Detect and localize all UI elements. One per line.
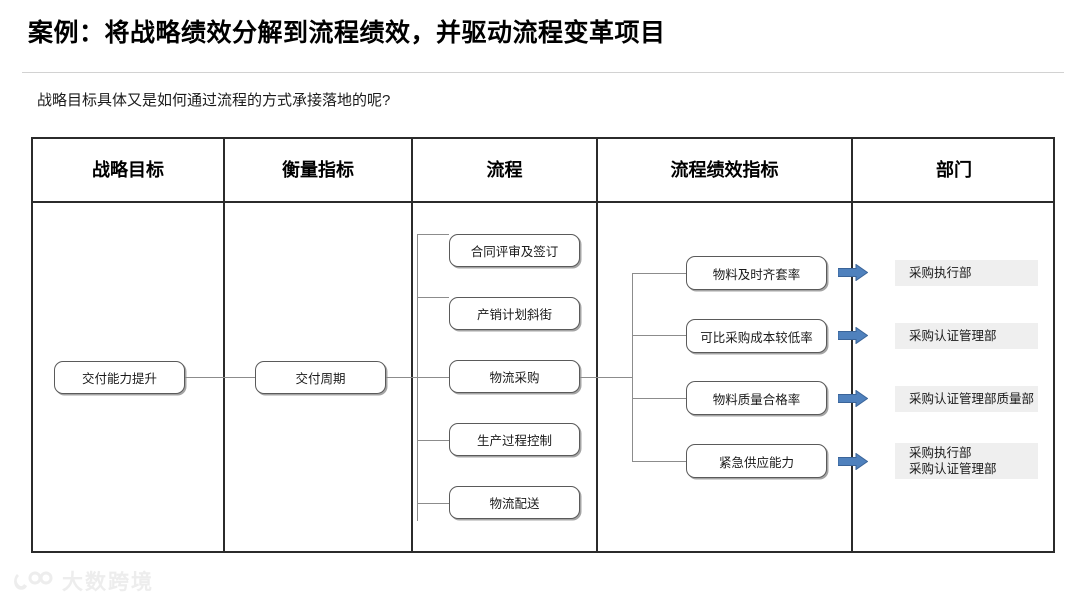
node-process-4-label: 生产过程控制 xyxy=(476,434,552,448)
connector-goal-to-metric xyxy=(185,377,286,378)
connector-process-to-kpi xyxy=(580,377,632,378)
node-process-1[interactable]: 合同评审及签订 xyxy=(449,234,580,267)
node-process-4[interactable]: 生产过程控制 xyxy=(449,423,580,456)
kpi-stub-4 xyxy=(632,461,686,462)
node-process-5-label: 物流配送 xyxy=(489,497,540,511)
node-strategy-goal[interactable]: 交付能力提升 xyxy=(54,361,185,394)
node-kpi-1-label: 物料及时齐套率 xyxy=(712,267,801,282)
dept-cell-2-line1: 采购认证管理部 xyxy=(909,329,997,343)
node-kpi-2-label: 可比采购成本较低率 xyxy=(700,330,813,345)
node-kpi-1[interactable]: 物料及时齐套率 xyxy=(686,256,827,290)
column-divider-1 xyxy=(223,139,225,551)
node-process-2[interactable]: 产销计划斜街 xyxy=(449,297,580,330)
column-header-strategy: 战略目标 xyxy=(92,160,164,180)
node-strategy-goal-label: 交付能力提升 xyxy=(81,372,157,386)
column-divider-4 xyxy=(851,139,853,551)
process-stub-2 xyxy=(417,297,449,298)
title-divider xyxy=(22,72,1064,73)
kpi-stub-3 xyxy=(632,398,686,399)
dept-cell-3[interactable]: 采购认证管理部质量部 xyxy=(895,386,1038,412)
column-header-department: 部门 xyxy=(936,160,972,180)
column-header-kpi: 流程绩效指标 xyxy=(670,160,779,180)
right-arrow-icon-3 xyxy=(837,389,869,408)
node-kpi-4[interactable]: 紧急供应能力 xyxy=(686,444,827,478)
process-stub-1 xyxy=(417,234,449,235)
dept-cell-4[interactable]: 采购执行部 采购认证管理部 xyxy=(895,443,1038,479)
node-process-3-label: 物流采购 xyxy=(489,371,540,385)
node-kpi-2[interactable]: 可比采购成本较低率 xyxy=(686,319,827,353)
process-stub-5 xyxy=(417,503,449,504)
dept-cell-4-line2: 采购认证管理部 xyxy=(909,462,997,476)
dept-cell-4-line1: 采购执行部 xyxy=(909,446,972,460)
node-kpi-3[interactable]: 物料质量合格率 xyxy=(686,381,827,415)
header-row-divider xyxy=(33,201,1053,203)
watermark: 大数跨境 xyxy=(13,566,154,596)
dept-cell-2[interactable]: 采购认证管理部 xyxy=(895,323,1038,349)
right-arrow-icon-4 xyxy=(837,452,869,471)
diagram-table: 战略目标 衡量指标 流程 流程绩效指标 部门 交付能力提升 交付周期 合同评审及… xyxy=(31,137,1055,553)
dept-cell-1[interactable]: 采购执行部 xyxy=(895,260,1038,286)
node-kpi-3-label: 物料质量合格率 xyxy=(712,392,801,407)
node-measure-metric-label: 交付周期 xyxy=(295,372,346,386)
node-kpi-4-label: 紧急供应能力 xyxy=(718,455,794,470)
column-header-measure: 衡量指标 xyxy=(282,160,354,180)
node-process-2-label: 产销计划斜街 xyxy=(476,308,552,322)
process-stub-3 xyxy=(417,377,449,378)
process-stub-4 xyxy=(417,440,449,441)
right-arrow-icon-2 xyxy=(837,326,869,345)
node-process-3[interactable]: 物流采购 xyxy=(449,360,580,393)
page-subtitle: 战略目标具体又是如何通过流程的方式承接落地的呢? xyxy=(37,92,391,109)
column-header-process: 流程 xyxy=(486,160,523,180)
connector-metric-to-process xyxy=(386,377,417,378)
column-divider-3 xyxy=(596,139,598,551)
kpi-bracket-spine xyxy=(632,273,633,462)
page-title: 案例：将战略绩效分解到流程绩效，并驱动流程变革项目 xyxy=(28,19,666,47)
node-measure-metric[interactable]: 交付周期 xyxy=(255,361,386,394)
right-arrow-icon-1 xyxy=(837,263,869,282)
watermark-text: 大数跨境 xyxy=(62,571,154,594)
node-process-5[interactable]: 物流配送 xyxy=(449,486,580,519)
kpi-stub-2 xyxy=(632,335,686,336)
dept-cell-3-line1: 采购认证管理部质量部 xyxy=(909,392,1035,406)
column-divider-2 xyxy=(411,139,413,551)
dept-cell-1-line1: 采购执行部 xyxy=(909,266,972,280)
brand-logo-icon xyxy=(14,571,53,590)
node-process-1-label: 合同评审及签订 xyxy=(470,245,559,259)
kpi-stub-1 xyxy=(632,273,686,274)
